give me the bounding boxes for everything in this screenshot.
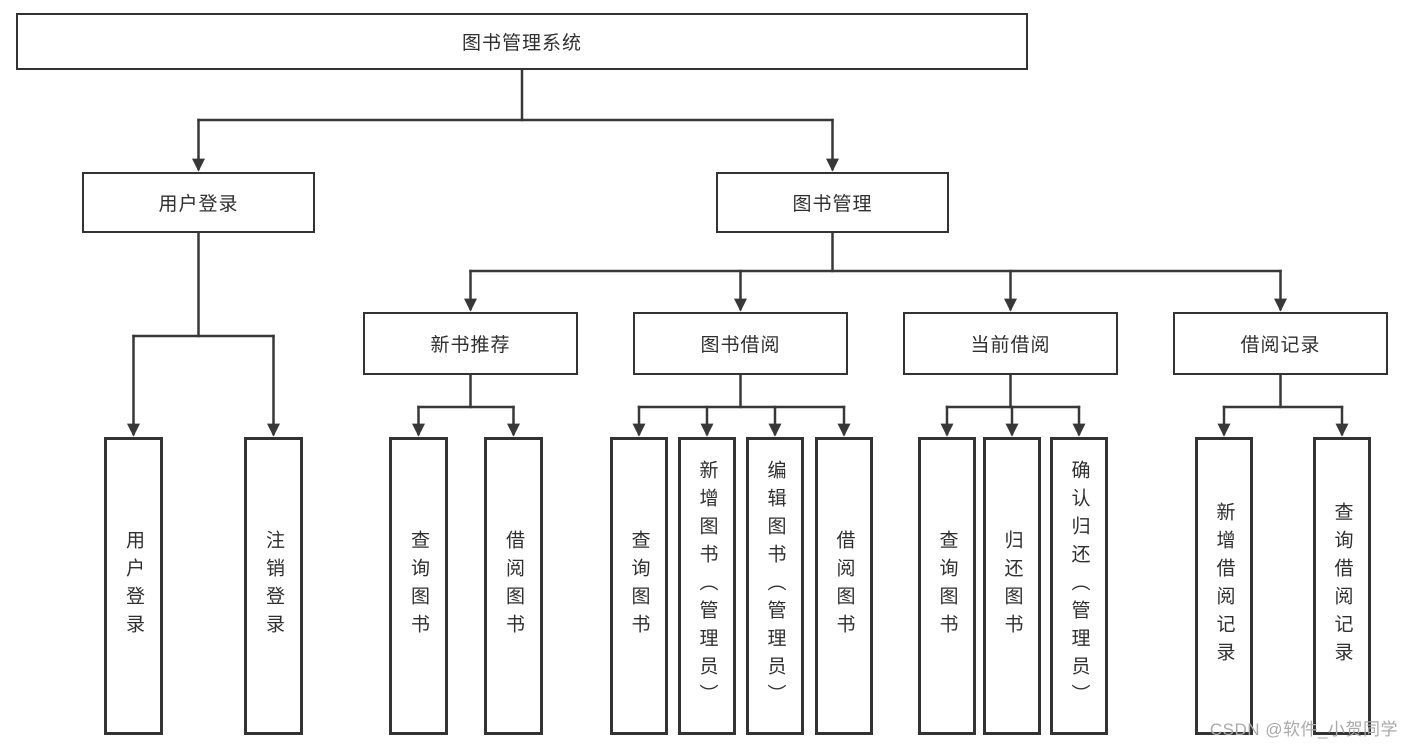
csdn-watermark: CSDN @软件_小贺同学 (1209, 720, 1398, 739)
node-new-book-recommend: 新书推荐 (363, 312, 578, 375)
node-query-books-current: 查询图书 (918, 437, 976, 735)
node-current-borrowing: 当前借阅 (903, 312, 1118, 375)
node-edit-book-admin: 编辑图书（管理员） (746, 437, 804, 735)
node-query-borrow-record: 查询借阅记录 (1313, 437, 1371, 735)
node-book-borrowing: 图书借阅 (633, 312, 848, 375)
node-library-system: 图书管理系统 (16, 13, 1028, 70)
node-query-books-recommend: 查询图书 (389, 437, 448, 735)
node-borrow-books-recommend: 借阅图书 (484, 437, 543, 735)
node-book-management: 图书管理 (716, 172, 949, 233)
node-query-books-borrowing: 查询图书 (610, 437, 668, 735)
node-add-borrow-record: 新增借阅记录 (1195, 437, 1253, 735)
node-confirm-return-admin: 确认归还（管理员） (1050, 437, 1108, 735)
node-return-books: 归还图书 (983, 437, 1041, 735)
node-user-login-action: 用户登录 (104, 437, 163, 735)
node-user-login: 用户登录 (82, 172, 315, 233)
node-add-book-admin: 新增图书（管理员） (678, 437, 736, 735)
node-logout: 注销登录 (244, 437, 303, 735)
node-borrow-books: 借阅图书 (815, 437, 873, 735)
node-borrowing-records: 借阅记录 (1173, 312, 1388, 375)
